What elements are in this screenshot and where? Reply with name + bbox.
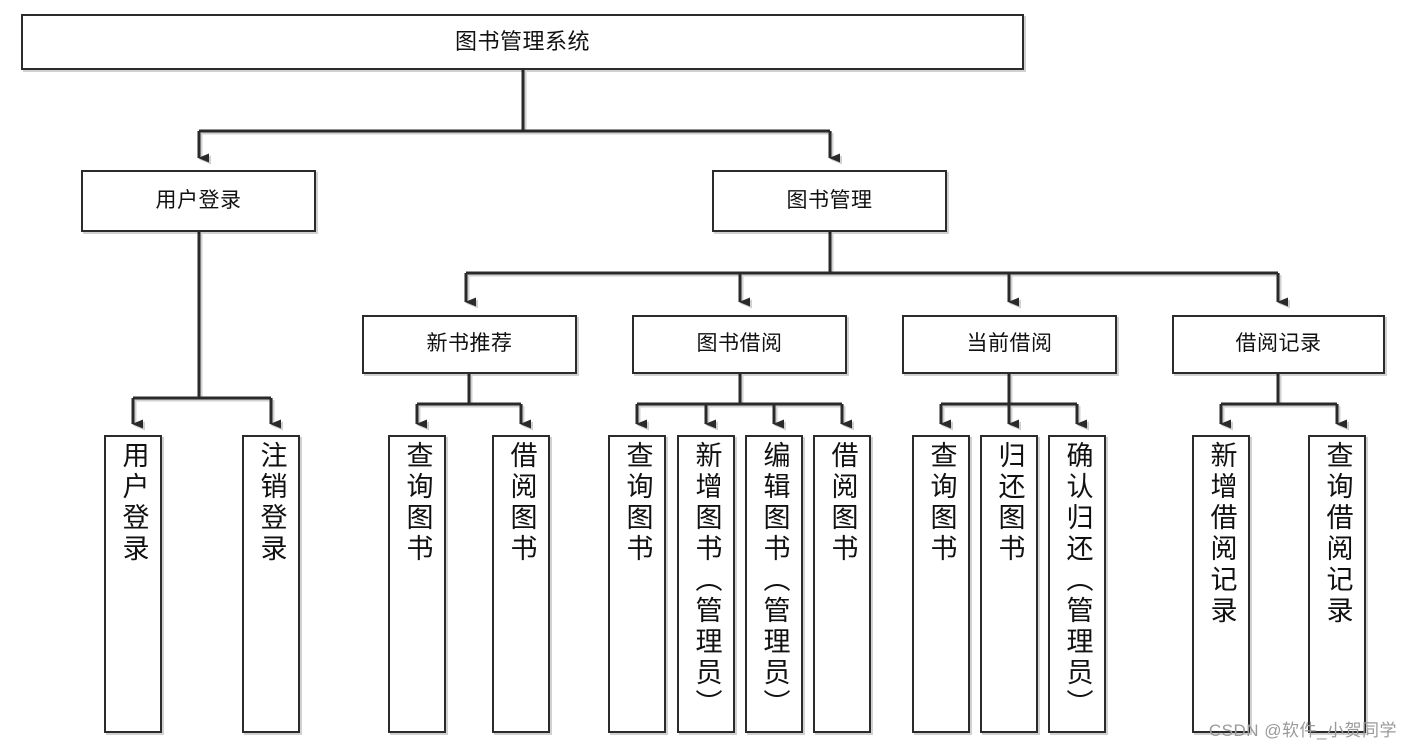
node-book-management-label: 图书管理 [786, 188, 873, 212]
watermark: CSDN @软件_小贺同学 [1208, 721, 1397, 740]
node-leaf-recommend-borrow-book-label: 借阅图书 [506, 441, 537, 565]
node-leaf-borrow-add-book[interactable]: 新增图书（管理员） [677, 435, 735, 733]
node-leaf-current-query-book[interactable]: 查询图书 [912, 435, 970, 733]
node-leaf-current-return-book-label: 归还图书 [994, 441, 1025, 565]
node-leaf-recommend-query-book[interactable]: 查询图书 [388, 435, 446, 733]
node-leaf-current-confirm-return-label: 确认归还（管理员） [1062, 441, 1093, 720]
node-leaf-borrow-borrow-book-label: 借阅图书 [827, 441, 858, 565]
node-leaf-borrow-add-book-label: 新增图书（管理员） [691, 441, 722, 720]
node-book-management[interactable]: 图书管理 [712, 170, 947, 232]
node-leaf-record-query-label: 查询借阅记录 [1322, 441, 1353, 627]
node-leaf-borrow-edit-book[interactable]: 编辑图书（管理员） [745, 435, 803, 733]
node-leaf-borrow-query-book-label: 查询图书 [622, 441, 653, 565]
node-leaf-borrow-edit-book-label: 编辑图书（管理员） [759, 441, 790, 720]
node-leaf-current-confirm-return[interactable]: 确认归还（管理员） [1048, 435, 1106, 733]
node-borrow-record[interactable]: 借阅记录 [1172, 315, 1385, 374]
node-leaf-recommend-borrow-book[interactable]: 借阅图书 [492, 435, 550, 733]
node-leaf-record-add-label: 新增借阅记录 [1206, 441, 1237, 627]
node-leaf-user-logout[interactable]: 注销登录 [242, 435, 300, 733]
node-leaf-current-query-book-label: 查询图书 [926, 441, 957, 565]
node-new-book-recommend-label: 新书推荐 [426, 332, 513, 356]
node-book-borrow-label: 图书借阅 [696, 332, 783, 356]
node-user-login-label: 用户登录 [155, 188, 242, 212]
node-leaf-record-add[interactable]: 新增借阅记录 [1192, 435, 1250, 733]
node-current-borrow[interactable]: 当前借阅 [902, 315, 1117, 374]
node-leaf-user-login[interactable]: 用户登录 [104, 435, 162, 733]
node-book-borrow[interactable]: 图书借阅 [632, 315, 847, 374]
node-root-system[interactable]: 图书管理系统 [21, 14, 1024, 70]
node-leaf-current-return-book[interactable]: 归还图书 [980, 435, 1038, 733]
node-root-system-label: 图书管理系统 [454, 29, 590, 55]
node-borrow-record-label: 借阅记录 [1235, 332, 1322, 356]
node-leaf-user-logout-label: 注销登录 [256, 441, 287, 565]
node-current-borrow-label: 当前借阅 [966, 332, 1053, 356]
node-leaf-borrow-query-book[interactable]: 查询图书 [608, 435, 666, 733]
node-leaf-recommend-query-book-label: 查询图书 [402, 441, 433, 565]
node-user-login[interactable]: 用户登录 [81, 170, 316, 232]
node-leaf-borrow-borrow-book[interactable]: 借阅图书 [813, 435, 871, 733]
node-new-book-recommend[interactable]: 新书推荐 [362, 315, 577, 374]
node-leaf-record-query[interactable]: 查询借阅记录 [1308, 435, 1366, 733]
node-leaf-user-login-label: 用户登录 [118, 441, 149, 565]
